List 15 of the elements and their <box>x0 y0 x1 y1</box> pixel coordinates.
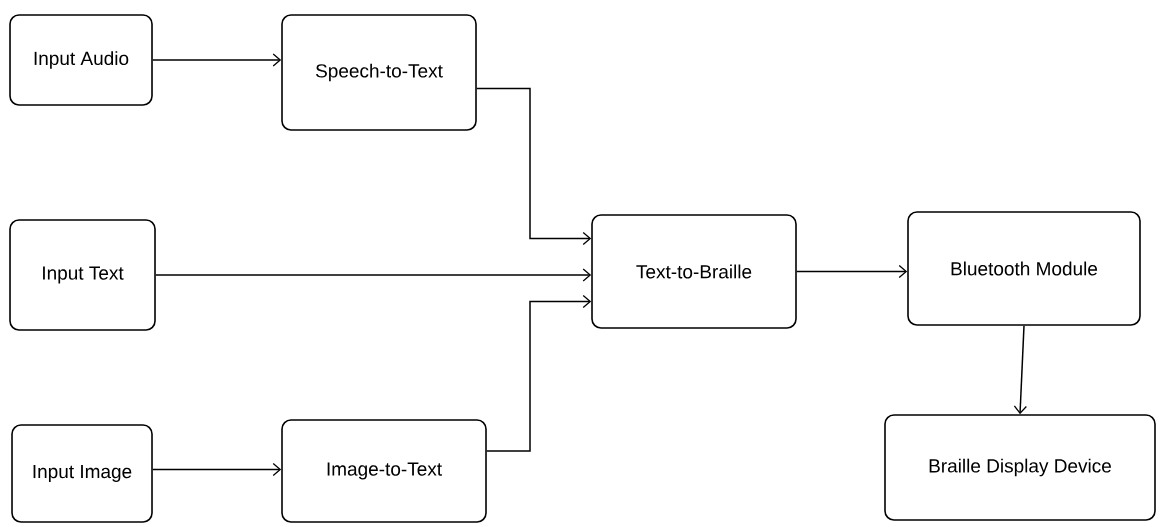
arrow <box>152 53 282 67</box>
arrow <box>476 87 592 246</box>
arrow <box>155 268 592 282</box>
process-box: Text-to-Braille <box>591 214 797 329</box>
arrow <box>152 462 282 477</box>
arrow <box>1013 325 1027 415</box>
process-box: Braille Display Device <box>884 414 1156 521</box>
process-box: Bluetooth Module <box>907 211 1141 326</box>
process-box: Input Audio <box>9 14 153 106</box>
process-box: Image-to-Text <box>281 419 487 523</box>
arrow <box>486 294 592 452</box>
process-box: Speech-to-Text <box>281 14 477 131</box>
process-box: Input Image <box>11 424 153 523</box>
process-box: Input Text <box>9 219 156 331</box>
arrow <box>796 264 908 279</box>
